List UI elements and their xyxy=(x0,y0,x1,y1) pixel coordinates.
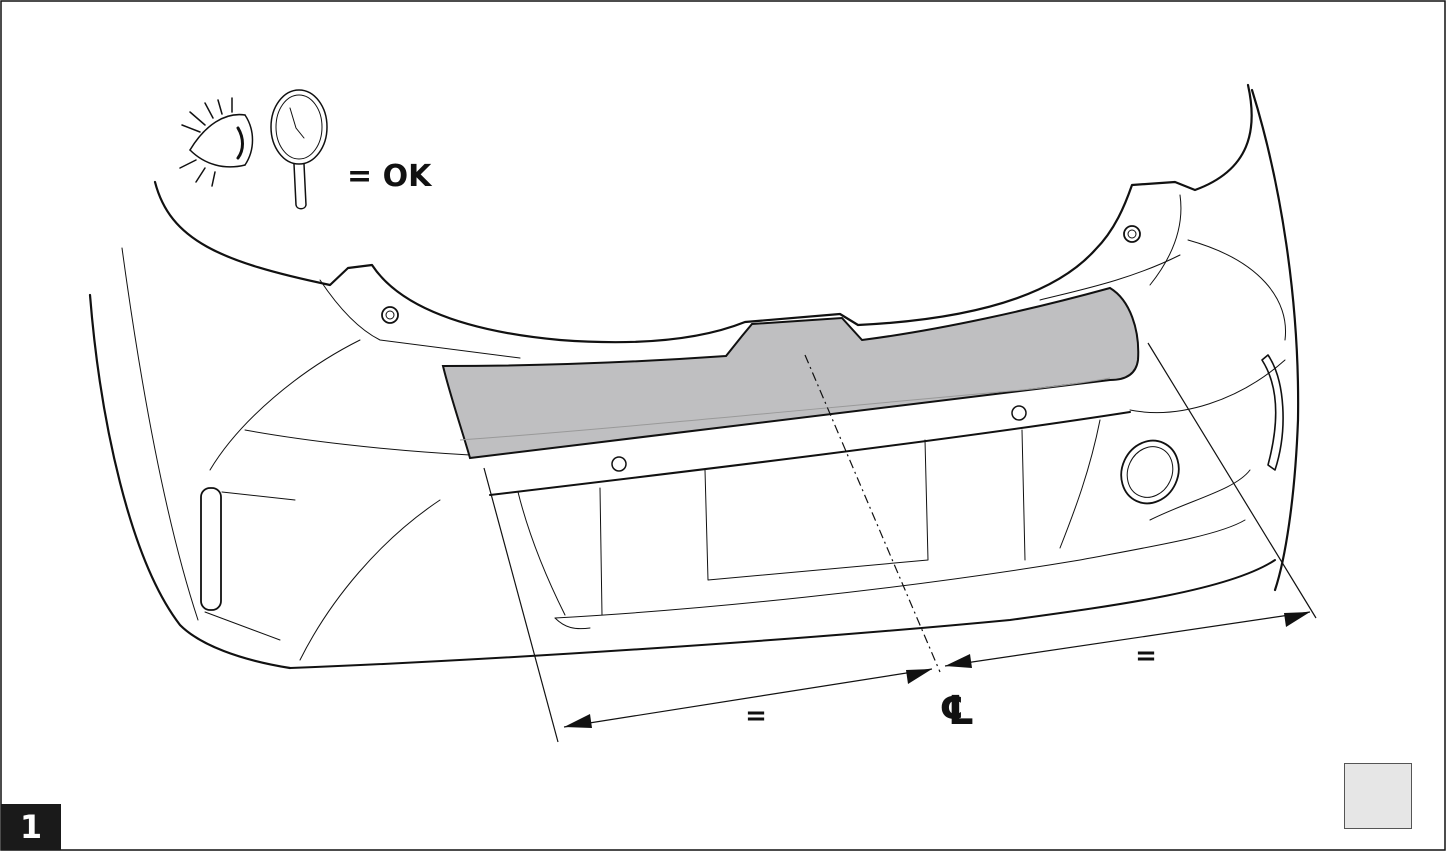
centerline-dashed xyxy=(804,354,941,673)
dimension-arrowheads xyxy=(564,612,1310,728)
equal-right-label: = xyxy=(1135,641,1157,671)
extension-line-right xyxy=(1147,342,1317,619)
plate-recess xyxy=(704,439,929,581)
step-number-badge: 1 xyxy=(1,804,61,850)
left-reflector xyxy=(200,487,222,611)
left-lamp-screw xyxy=(381,306,399,324)
check-ok-label: = OK xyxy=(347,159,433,194)
protection-film-area xyxy=(441,286,1140,460)
extension-line-left xyxy=(483,467,559,743)
left-body-crease xyxy=(121,247,199,621)
trunk-lid-edge xyxy=(153,83,1253,344)
right-bumper-top xyxy=(1187,239,1287,341)
centerline-symbol: ℄ xyxy=(939,688,975,734)
arrowhead xyxy=(945,654,972,668)
eye-icon xyxy=(179,97,254,187)
equal-left-label: = xyxy=(745,701,767,731)
arrowhead xyxy=(1284,612,1310,627)
left-quarter-panel xyxy=(88,293,292,670)
arrowhead xyxy=(906,669,932,684)
parking-sensor-right xyxy=(1011,405,1027,421)
tow-hook-cover xyxy=(1120,439,1180,505)
right-quarter-panel xyxy=(1250,88,1300,592)
bumper-lower-edge xyxy=(289,559,1276,669)
parking-sensor-left xyxy=(611,456,627,472)
measurement-guides xyxy=(483,342,1317,743)
dimension-line-left xyxy=(563,668,933,728)
right-reflector xyxy=(1261,354,1284,471)
dimension-line-right xyxy=(944,611,1311,667)
car-rear-outline xyxy=(88,83,1300,670)
magnifier-icon xyxy=(270,89,328,210)
step-number: 1 xyxy=(19,808,43,846)
color-swatch xyxy=(1344,763,1412,829)
right-lamp-screw xyxy=(1123,225,1141,243)
arrowhead xyxy=(564,714,592,728)
bumper-left-crease xyxy=(209,339,361,471)
plate-edge-line xyxy=(489,411,1131,496)
bumper-diffuser-line xyxy=(554,519,1246,619)
